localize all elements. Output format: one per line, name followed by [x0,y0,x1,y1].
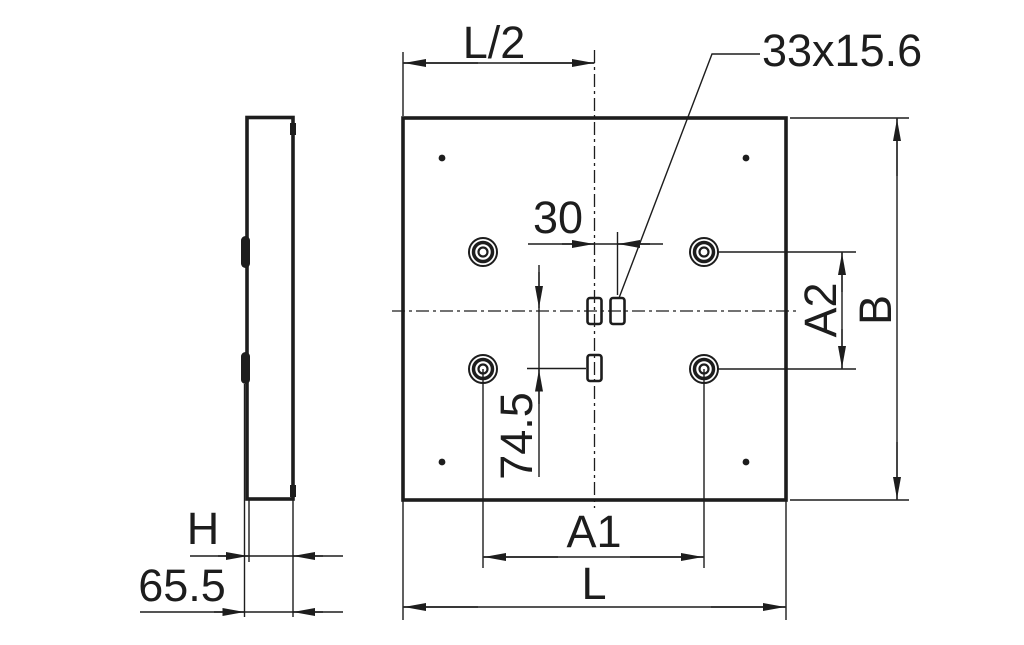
corner-dot-bottom-right [742,458,750,466]
dim-h-label: H [187,503,220,554]
dim-a2-label: A2 [795,282,846,337]
dim-745-label: 74.5 [491,392,542,480]
dim-plate-thickness: H [187,503,343,560]
dim-slot-distance: 74.5 [491,265,586,480]
side-view-foot-top [241,236,250,268]
corner-dot-bottom-left [438,458,446,466]
leader-line-slot-callout [618,53,760,299]
side-edge-mark-top [290,123,296,135]
dim-plate-width: B [790,117,909,501]
dim-hole-pitch-vertical: A2 [718,251,856,370]
corner-dot-top-left [438,154,446,162]
dim-a1-label: A1 [566,506,621,557]
dim-l-label: L [581,558,606,609]
counterbore-hole-top-right [689,237,719,267]
side-edge-mark-bottom [290,485,296,497]
dim-overall-thickness: 65.5 [138,560,343,616]
counterbore-hole-top-left [468,237,498,267]
side-view-foot-bottom [241,352,250,384]
dim-b-label: B [850,295,901,325]
dim-half-length: L/2 [402,17,595,116]
slot-callout-label: 33x15.6 [762,25,922,76]
side-view: H 65.5 [138,115,343,617]
side-view-outline [245,115,295,501]
dim-655-label: 65.5 [138,560,226,611]
dim-30-label: 30 [533,192,583,243]
dim-plate-length: L [402,500,787,620]
dim-l2-label: L/2 [463,17,526,68]
dim-hole-pitch-horizontal: A1 [482,369,705,568]
corner-dot-top-right [742,154,750,162]
front-view: 33x15.6 L/2 30 74.5 [392,17,922,620]
dim-slot-offset: 30 [528,192,663,295]
